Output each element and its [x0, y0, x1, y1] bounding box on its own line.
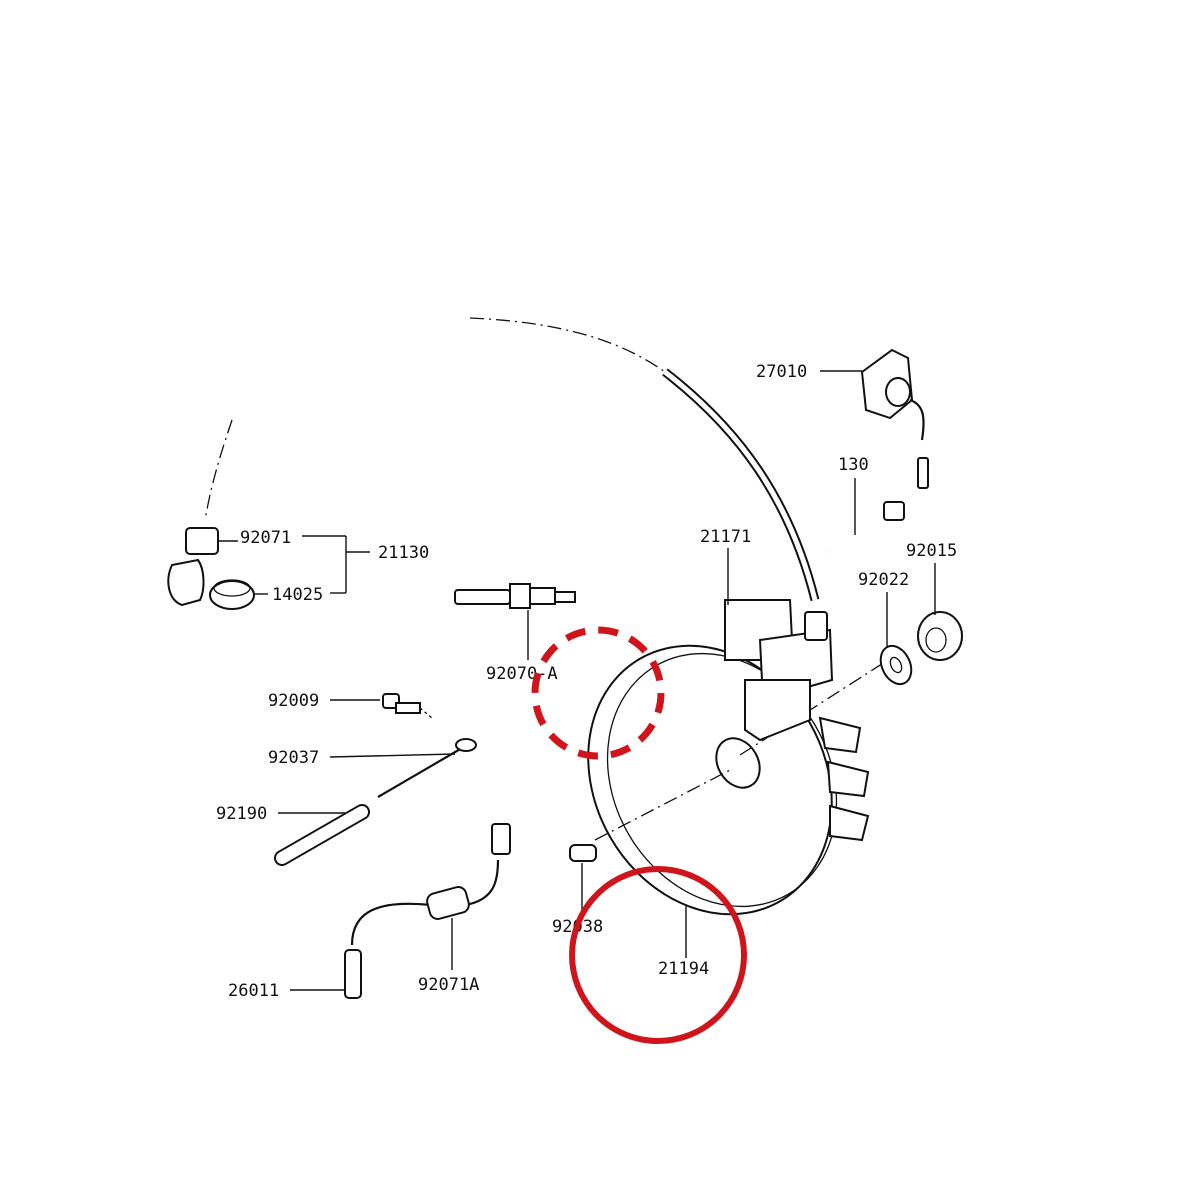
woodruff-key — [569, 844, 597, 918]
labels: 27010 130 21171 92015 92022 92071 21130 … — [216, 362, 957, 1001]
nut-92015 — [917, 611, 963, 661]
solid-highlight-circle — [569, 866, 747, 1044]
ignition-coil — [724, 599, 834, 742]
label-92015: 92015 — [906, 541, 957, 561]
ground-lead-92037 — [377, 738, 477, 798]
label-92071a: 92071A — [418, 975, 479, 995]
label-92037: 92037 — [268, 748, 319, 768]
label-92022: 92022 — [858, 570, 909, 590]
washer-92022 — [879, 644, 913, 686]
label-92071: 92071 — [240, 528, 291, 548]
dashed-highlight-circle — [531, 626, 665, 760]
label-26011: 26011 — [228, 981, 279, 1001]
ring-14025 — [209, 579, 255, 610]
label-92190: 92190 — [216, 804, 267, 824]
label-27010: 27010 — [756, 362, 807, 382]
label-21194: 21194 — [658, 959, 709, 979]
label-92070a: 92070-A — [486, 664, 558, 684]
screw-92009 — [382, 693, 433, 719]
stop-wire-26011 — [344, 823, 511, 999]
flywheel — [587, 644, 889, 916]
plug-cap — [167, 527, 219, 607]
label-14025: 14025 — [272, 585, 323, 605]
ignition-cable — [204, 315, 820, 602]
label-130: 130 — [838, 455, 869, 475]
label-92009: 92009 — [268, 691, 319, 711]
label-21130: 21130 — [378, 543, 429, 563]
spark-plug — [454, 583, 576, 660]
label-21171: 21171 — [700, 527, 751, 547]
stop-switch — [860, 348, 929, 489]
bolt-130 — [828, 501, 905, 554]
tube-92190 — [274, 804, 370, 866]
